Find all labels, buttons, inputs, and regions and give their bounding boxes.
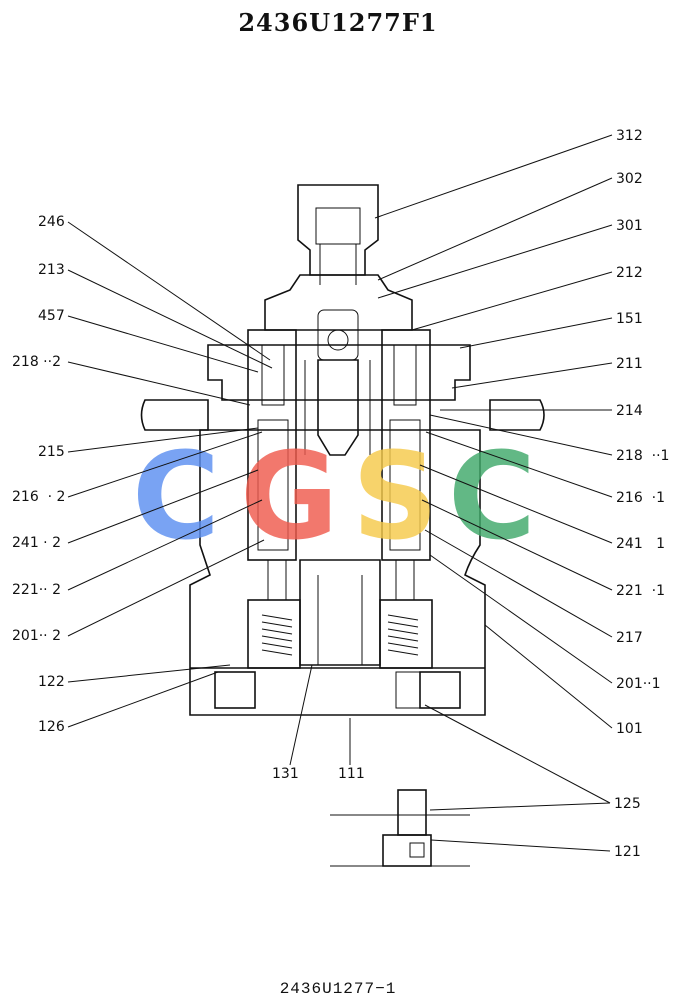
label-126: 126 bbox=[38, 719, 65, 735]
label-241-2: 241 · 2 bbox=[12, 535, 61, 551]
label-302: 302 bbox=[616, 171, 643, 187]
label-201-1: 201··1 bbox=[616, 676, 661, 692]
label-201-2: 201·· 2 bbox=[12, 628, 61, 644]
label-457: 457 bbox=[38, 308, 65, 324]
label-216-2: 216 · 2 bbox=[12, 489, 65, 505]
label-214: 214 bbox=[616, 403, 643, 419]
label-125: 125 bbox=[614, 796, 641, 812]
label-215: 215 bbox=[38, 444, 65, 460]
drawing-title: 2436U1277F1 bbox=[238, 8, 438, 37]
label-301: 301 bbox=[616, 218, 643, 234]
label-218-2: 218 ··2 bbox=[12, 354, 61, 370]
label-216-1: 216 ·1 bbox=[616, 490, 665, 506]
label-211: 211 bbox=[616, 356, 643, 372]
watermark: C G S C bbox=[132, 428, 536, 567]
label-241-1: 241 1 bbox=[616, 536, 665, 552]
label-121: 121 bbox=[614, 844, 641, 860]
label-151: 151 bbox=[616, 311, 643, 327]
watermark-letter-4: C bbox=[448, 428, 536, 567]
label-217: 217 bbox=[616, 630, 643, 646]
label-312: 312 bbox=[616, 128, 643, 144]
label-122: 122 bbox=[38, 674, 65, 690]
label-213: 213 bbox=[38, 262, 65, 278]
part-labels: 312 302 301 212 151 211 214 218 ··1 216 … bbox=[12, 128, 669, 860]
label-131: 131 bbox=[272, 766, 299, 782]
label-221-1: 221 ·1 bbox=[616, 583, 665, 599]
label-221-2: 221·· 2 bbox=[12, 582, 61, 598]
label-111: 111 bbox=[338, 766, 365, 782]
drawing-footer-number: 2436U1277−1 bbox=[279, 980, 397, 998]
watermark-letter-3: S bbox=[352, 428, 438, 567]
label-212: 212 bbox=[616, 265, 643, 281]
label-101: 101 bbox=[616, 721, 643, 737]
leader-lines bbox=[67, 134, 613, 852]
valve-body bbox=[140, 184, 545, 867]
label-218-1: 218 ··1 bbox=[616, 448, 669, 464]
watermark-letter-1: C bbox=[132, 428, 220, 567]
label-246: 246 bbox=[38, 214, 65, 230]
watermark-letter-2: G bbox=[240, 428, 339, 567]
